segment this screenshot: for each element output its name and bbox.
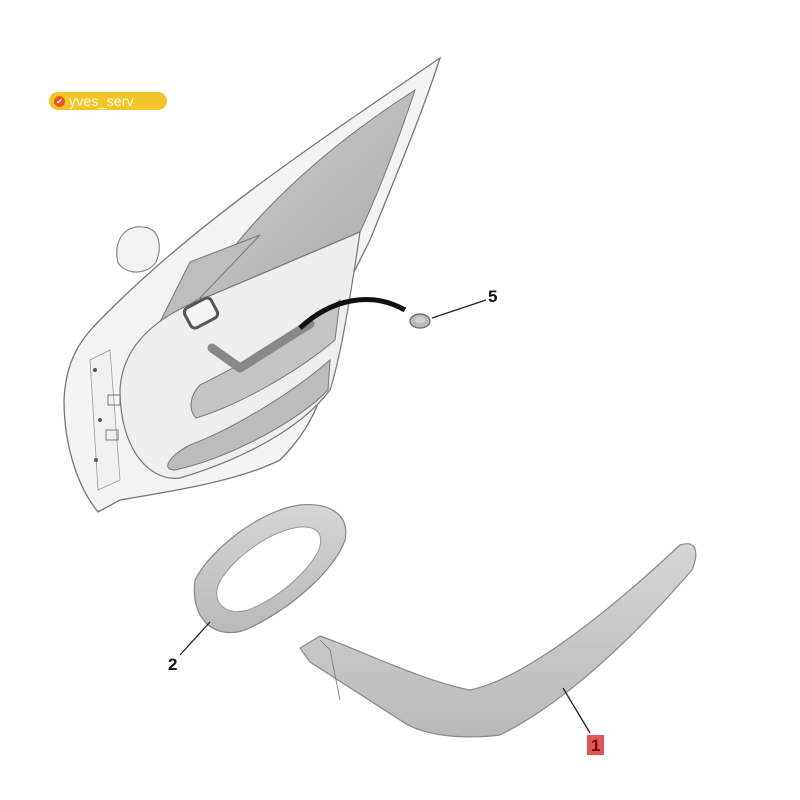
watermark-badge: ✔ yves_serv: [49, 92, 167, 110]
part-2-bezel-frame: [179, 503, 347, 656]
watermark-text: yves_serv: [69, 93, 134, 109]
part-5-clip: [409, 299, 487, 329]
leader-arrow: [298, 297, 407, 330]
check-badge-icon: ✔: [54, 95, 65, 107]
callout-5: 5: [488, 287, 498, 306]
part-1-handle-strip: [299, 543, 697, 738]
callout-1: 1: [587, 735, 605, 755]
callout-2: 2: [168, 655, 178, 674]
door-panel-assembly: [63, 56, 442, 513]
